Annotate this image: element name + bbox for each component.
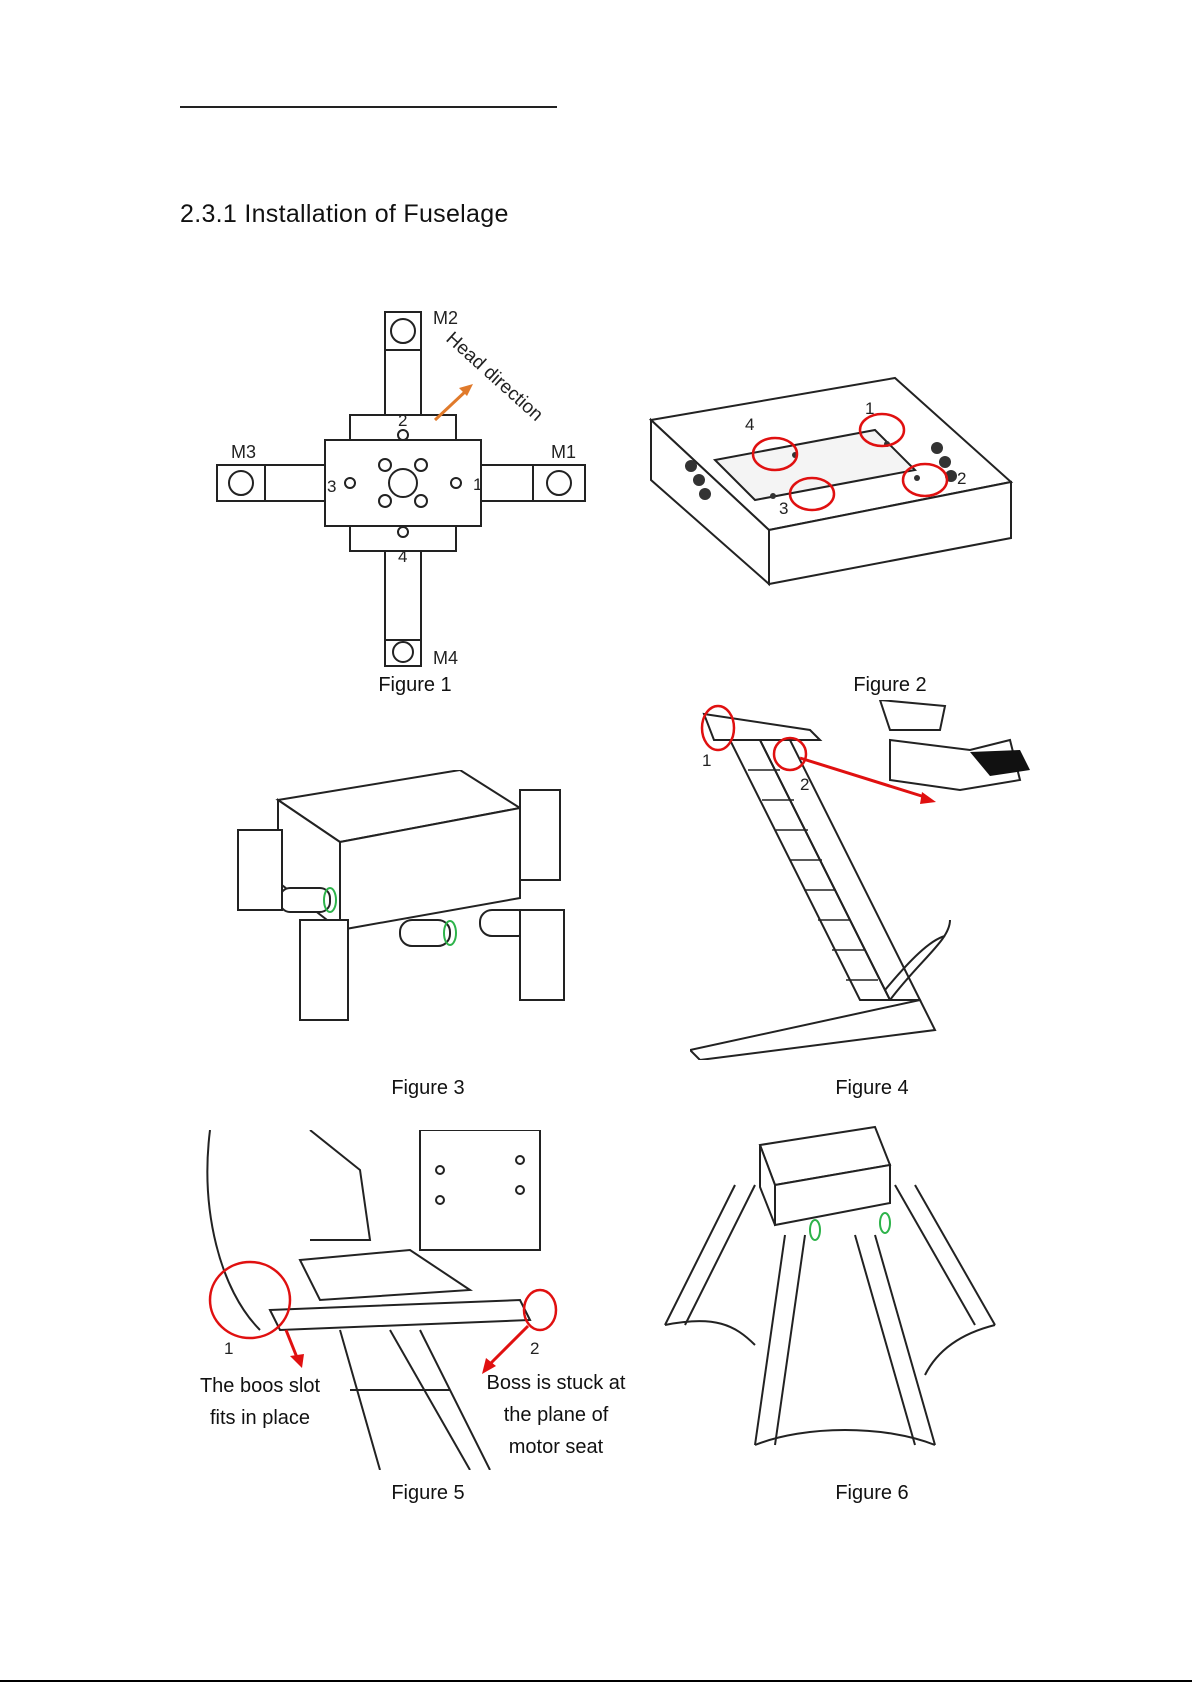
- figure-2-caption: Figure 2: [815, 674, 965, 697]
- fig1-label-m3: M3: [231, 442, 256, 462]
- figure-3-caption: Figure 3: [353, 1077, 503, 1100]
- fig5-note-right: Boss is stuck at the plane of motor seat: [480, 1367, 632, 1463]
- fig4-point-2: 2: [800, 775, 809, 794]
- fig2-point-3: 3: [779, 499, 788, 518]
- header-rule: [180, 106, 557, 108]
- figure-6-drawing: [655, 1125, 1025, 1470]
- fig1-label-m4: M4: [433, 648, 458, 668]
- fig5-point-1: 1: [224, 1339, 233, 1358]
- figure-6-caption: Figure 6: [797, 1482, 947, 1505]
- fig1-point-4: 4: [398, 547, 407, 566]
- footer-rule: [0, 1680, 1192, 1682]
- figure-5-caption: Figure 5: [353, 1482, 503, 1505]
- fig1-point-2: 2: [398, 411, 407, 430]
- fig5-point-2: 2: [530, 1339, 539, 1358]
- fig5-note-right-line1: Boss is stuck at: [480, 1367, 632, 1399]
- fig2-point-4: 4: [745, 415, 754, 434]
- fig1-point-1: 1: [473, 475, 482, 494]
- figure-4-caption: Figure 4: [797, 1077, 947, 1100]
- fig1-label-m1: M1: [551, 442, 576, 462]
- fig4-point-1: 1: [702, 751, 711, 770]
- fig5-note-left-line1: The boos slot: [190, 1370, 330, 1402]
- figure-1-drawing: M2 M3 M1 M4 Head direction 1 2 3 4: [205, 300, 605, 670]
- fig1-point-3: 3: [327, 477, 336, 496]
- fig1-label-m2: M2: [433, 308, 458, 328]
- fig5-note-left-line2: fits in place: [190, 1402, 330, 1434]
- fig5-note-left: The boos slot fits in place: [190, 1370, 330, 1434]
- figure-3-drawing: [220, 770, 600, 1030]
- fig2-point-2: 2: [957, 469, 966, 488]
- fig1-head-direction: Head direction: [442, 328, 547, 426]
- fig2-point-1: 1: [865, 399, 874, 418]
- fig5-note-right-line2: the plane of: [480, 1399, 632, 1431]
- figure-4-drawing: 1 2: [690, 700, 1030, 1060]
- section-title: 2.3.1 Installation of Fuselage: [180, 200, 509, 229]
- fig5-note-right-line3: motor seat: [480, 1431, 632, 1463]
- figure-1-caption: Figure 1: [340, 674, 490, 697]
- figure-2-drawing: 1 2 3 4: [645, 370, 1015, 590]
